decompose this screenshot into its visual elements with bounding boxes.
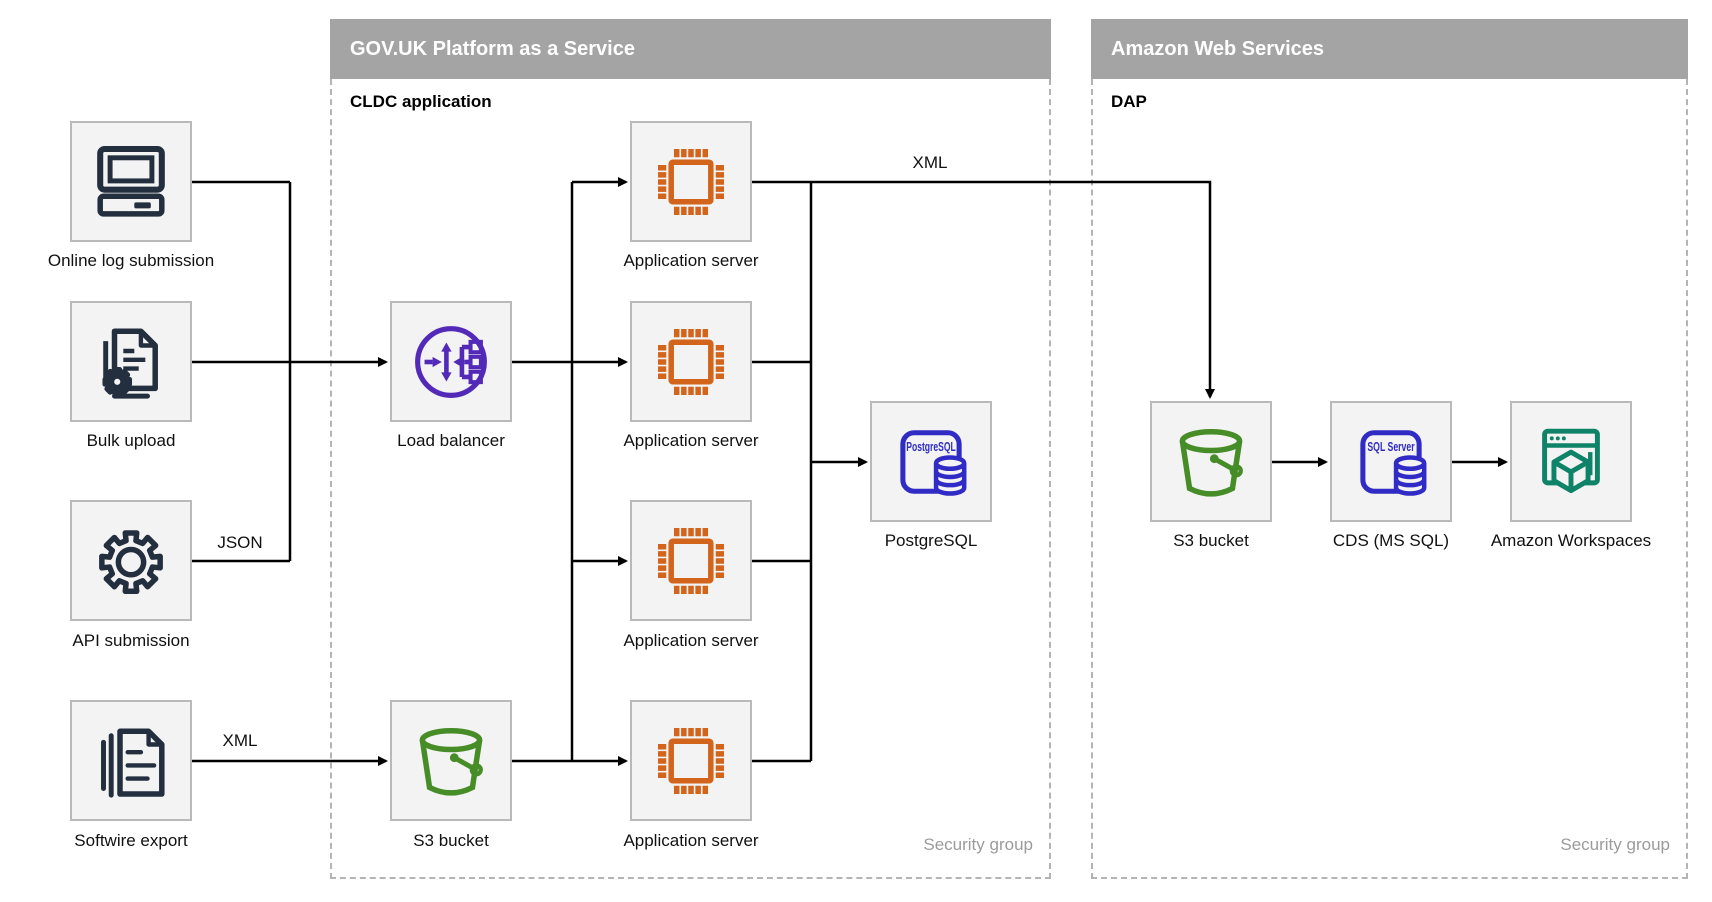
aws-container-title: Amazon Web Services xyxy=(1111,38,1325,60)
node-s3-bucket-govuk xyxy=(390,700,512,821)
node-label-online-log-submission: Online log submission xyxy=(47,251,215,270)
workspaces-icon xyxy=(1527,418,1615,506)
aws-container-subtitle: DAP xyxy=(1111,92,1147,111)
node-label-amazon-workspaces: Amazon Workspaces xyxy=(1490,531,1652,550)
node-app-server-1 xyxy=(630,121,752,242)
node-cds-ms-sql xyxy=(1330,401,1452,522)
node-label-s3-bucket-aws: S3 bucket xyxy=(1173,531,1249,550)
node-app-server-3 xyxy=(630,500,752,621)
node-online-log-submission xyxy=(70,121,192,242)
node-label-app-server-4: Application server xyxy=(623,831,759,850)
node-label-api-submission: API submission xyxy=(72,631,190,650)
node-bulk-upload xyxy=(70,301,192,422)
node-label-app-server-2: Application server xyxy=(623,431,759,450)
node-label-app-server-3: Application server xyxy=(623,631,759,650)
node-label-cds-ms-sql: CDS (MS SQL) xyxy=(1332,531,1450,550)
node-label-bulk-upload: Bulk upload xyxy=(86,431,176,450)
node-app-server-2 xyxy=(630,301,752,422)
node-label-load-balancer: Load balancer xyxy=(397,431,505,450)
sql-server-database-icon xyxy=(1346,417,1436,507)
aws-container-header: Amazon Web Services xyxy=(1091,19,1688,79)
document-gear-icon xyxy=(87,318,175,406)
node-s3-bucket-aws xyxy=(1150,401,1272,522)
load-balancer-icon xyxy=(405,316,497,408)
edge-label-json: JSON xyxy=(217,533,263,552)
node-load-balancer xyxy=(390,301,512,422)
node-label-postgresql: PostgreSQL xyxy=(884,531,978,550)
govuk-container xyxy=(330,79,1051,879)
govuk-security-group-label: Security group xyxy=(923,835,1033,854)
document-stack-icon xyxy=(87,717,175,805)
node-app-server-4 xyxy=(630,700,752,821)
node-label-app-server-1: Application server xyxy=(623,251,759,270)
node-label-softwire-export: Softwire export xyxy=(74,831,188,850)
desktop-computer-icon xyxy=(87,138,175,226)
node-label-s3-bucket-govuk: S3 bucket xyxy=(413,831,489,850)
gear-icon xyxy=(87,517,175,605)
aws-security-group-label: Security group xyxy=(1560,835,1670,854)
s3-bucket-icon xyxy=(1167,418,1255,506)
aws-container xyxy=(1091,79,1688,879)
edge-label-xml-top: XML xyxy=(912,153,948,172)
govuk-container-title: GOV.UK Platform as a Service xyxy=(350,38,635,60)
chip-icon xyxy=(647,318,735,406)
s3-bucket-icon xyxy=(407,717,495,805)
node-softwire-export xyxy=(70,700,192,821)
node-amazon-workspaces xyxy=(1510,401,1632,522)
node-postgresql xyxy=(870,401,992,522)
chip-icon xyxy=(647,717,735,805)
govuk-container-subtitle: CLDC application xyxy=(350,92,492,111)
chip-icon xyxy=(647,138,735,226)
edge-label-xml-softwire: XML xyxy=(222,731,258,750)
postgresql-database-icon xyxy=(886,417,976,507)
govuk-container-header: GOV.UK Platform as a Service xyxy=(330,19,1051,79)
node-api-submission xyxy=(70,500,192,621)
chip-icon xyxy=(647,517,735,605)
